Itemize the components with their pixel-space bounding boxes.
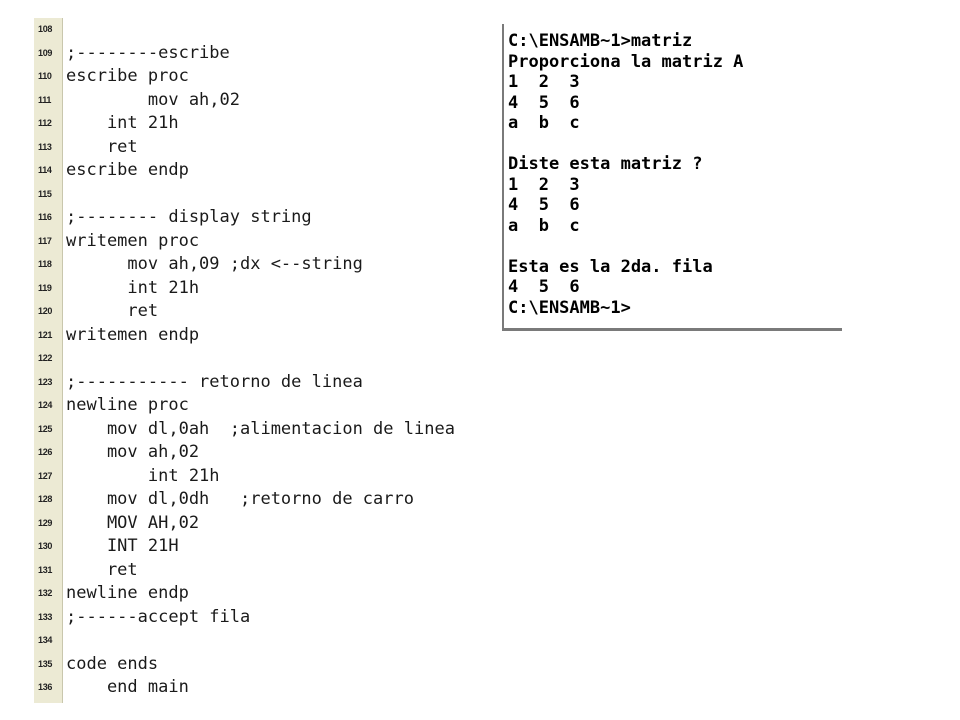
code-text: int 21h (66, 277, 200, 298)
code-line[interactable]: 130 INT 21H (34, 535, 594, 559)
line-number: 124 (38, 400, 53, 410)
code-line[interactable]: 118 mov ah,09 ;dx <--string (34, 253, 594, 277)
code-text: MOV AH,02 (66, 512, 200, 533)
code-text: mov ah,02 (66, 442, 200, 462)
line-number: 118 (38, 259, 52, 269)
console-line: a b c (508, 113, 580, 133)
code-line[interactable]: 134 (34, 629, 594, 653)
code-text: mov dl,0ah ;alimentacion de linea (66, 418, 455, 439)
code-text: writemen proc (66, 230, 200, 251)
line-number: 117 (38, 235, 52, 246)
code-line[interactable]: 119 int 21h (34, 277, 594, 301)
code-line[interactable]: 121 writemen endp (34, 324, 594, 348)
code-line[interactable]: 136 end main (34, 676, 594, 700)
code-text: ;-------- display string (66, 207, 312, 227)
code-line[interactable]: 109 ;--------escribe (34, 42, 594, 66)
code-line[interactable]: 127 int 21h (34, 465, 594, 489)
code-line[interactable]: 120 ret (34, 300, 594, 324)
code-line[interactable]: 122 (34, 347, 594, 371)
code-line[interactable]: 124 newline proc (34, 394, 594, 418)
code-text: int 21h (66, 465, 220, 486)
line-number: 130 (38, 541, 53, 551)
code-line[interactable]: 117 writemen proc (34, 230, 594, 254)
line-number: 134 (38, 635, 53, 645)
code-line[interactable]: 128 mov dl,0dh ;retorno de carro (34, 488, 594, 512)
code-text: ;--------escribe (66, 42, 230, 63)
line-number: 127 (38, 470, 53, 481)
line-number: 128 (38, 494, 53, 504)
line-number: 112 (38, 118, 52, 128)
code-editor[interactable]: 108 109 ;--------escribe 110 escribe proc 111… (34, 18, 594, 703)
line-number: 113 (38, 141, 52, 152)
console-line: Esta es la 2da. fila (508, 256, 713, 277)
code-line[interactable]: 114 escribe endp (34, 159, 594, 183)
console-line: 4 5 6 (508, 277, 580, 297)
console-line: Diste esta matriz ? (508, 154, 703, 174)
line-number: 108 (38, 24, 53, 34)
code-line[interactable]: 112 int 21h (34, 112, 594, 136)
code-line[interactable]: 126 mov ah,02 (34, 441, 594, 465)
code-text: escribe endp (66, 160, 189, 180)
code-text: ;------accept fila (66, 606, 251, 627)
line-number: 111 (38, 94, 52, 105)
console-line: a b c (508, 215, 580, 236)
line-number: 110 (38, 71, 52, 81)
line-number: 125 (38, 423, 53, 434)
line-number: 109 (38, 47, 53, 58)
code-text: ;----------- retorno de linea (66, 371, 363, 392)
line-number: 135 (38, 658, 53, 669)
line-number: 129 (38, 517, 53, 528)
line-number: 123 (38, 376, 53, 387)
code-text: writemen endp (66, 324, 200, 345)
code-line[interactable]: 110 escribe proc (34, 65, 594, 89)
line-number: 126 (38, 447, 53, 457)
code-line[interactable]: 123 ;----------- retorno de linea (34, 371, 594, 395)
code-text: end main (66, 677, 189, 697)
code-line[interactable]: 125 mov dl,0ah ;alimentacion de linea (34, 418, 594, 442)
code-text: newline endp (66, 583, 189, 603)
line-number: 114 (38, 165, 52, 175)
code-text: ret (66, 136, 138, 157)
line-number: 121 (38, 329, 53, 340)
console-line: Proporciona la matriz A (508, 51, 744, 72)
line-number: 119 (38, 282, 52, 293)
code-line[interactable]: 132 newline endp (34, 582, 594, 606)
console-line: 4 5 6 (508, 92, 580, 113)
line-number-gutter (34, 18, 63, 703)
code-line[interactable]: 131 ret (34, 559, 594, 583)
line-number: 131 (38, 564, 53, 575)
code-text: mov dl,0dh ;retorno de carro (66, 489, 414, 509)
code-text: INT 21H (66, 536, 179, 556)
code-text: ret (66, 301, 159, 321)
code-text: escribe proc (66, 66, 189, 86)
line-number: 120 (38, 306, 53, 316)
code-text: int 21h (66, 113, 179, 133)
code-line[interactable]: 129 MOV AH,02 (34, 512, 594, 536)
line-number: 115 (38, 188, 52, 199)
code-line[interactable]: 111 mov ah,02 (34, 89, 594, 113)
code-text: mov ah,09 ;dx <--string (66, 254, 363, 274)
console-line: 1 2 3 (508, 72, 580, 92)
code-line[interactable]: 113 ret (34, 136, 594, 160)
code-line[interactable]: 116 ;-------- display string (34, 206, 594, 230)
code-text: ret (66, 559, 138, 580)
code-text: newline proc (66, 395, 189, 415)
code-line[interactable]: 135 code ends (34, 653, 594, 677)
code-text: code ends (66, 653, 159, 674)
code-text: mov ah,02 (66, 89, 240, 110)
line-number: 122 (38, 353, 53, 363)
code-line[interactable]: 133 ;------accept fila (34, 606, 594, 630)
console-line: 4 5 6 (508, 195, 580, 215)
console-line: C:\ENSAMB~1>matriz (508, 31, 693, 51)
console-line: C:\ENSAMB~1> (508, 297, 631, 318)
line-number: 136 (38, 682, 53, 692)
code-line[interactable]: 115 (34, 183, 594, 207)
line-number: 132 (38, 588, 53, 598)
line-number: 133 (38, 611, 53, 622)
console-line: 1 2 3 (508, 174, 580, 195)
code-line[interactable]: 108 (34, 18, 594, 42)
line-number: 116 (38, 212, 52, 222)
